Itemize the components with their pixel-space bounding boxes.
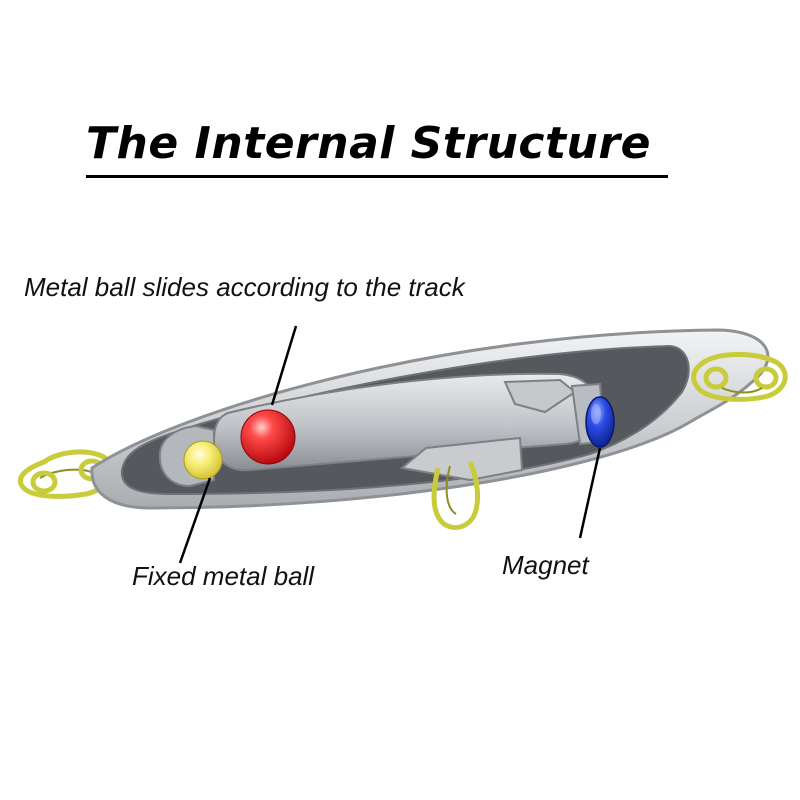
leader-line-fixed-ball xyxy=(178,477,212,564)
label-sliding-ball: Metal ball slides according to the track xyxy=(24,272,465,302)
belly-split-ring xyxy=(431,461,481,530)
title-underline xyxy=(86,175,668,178)
fixed-metal-ball xyxy=(183,440,223,480)
leader-line-sliding-ball xyxy=(270,325,298,406)
track-rib-rear xyxy=(503,378,577,414)
belly-eye-mount xyxy=(399,436,524,482)
leader-line-magnet xyxy=(578,447,602,539)
label-magnet: Magnet xyxy=(502,550,589,580)
magnet xyxy=(585,396,615,448)
right-split-ring xyxy=(691,352,788,402)
diagram-title: The Internal Structure xyxy=(86,118,651,169)
label-fixed-ball: Fixed metal ball xyxy=(132,561,315,591)
sliding-metal-ball xyxy=(240,409,296,465)
